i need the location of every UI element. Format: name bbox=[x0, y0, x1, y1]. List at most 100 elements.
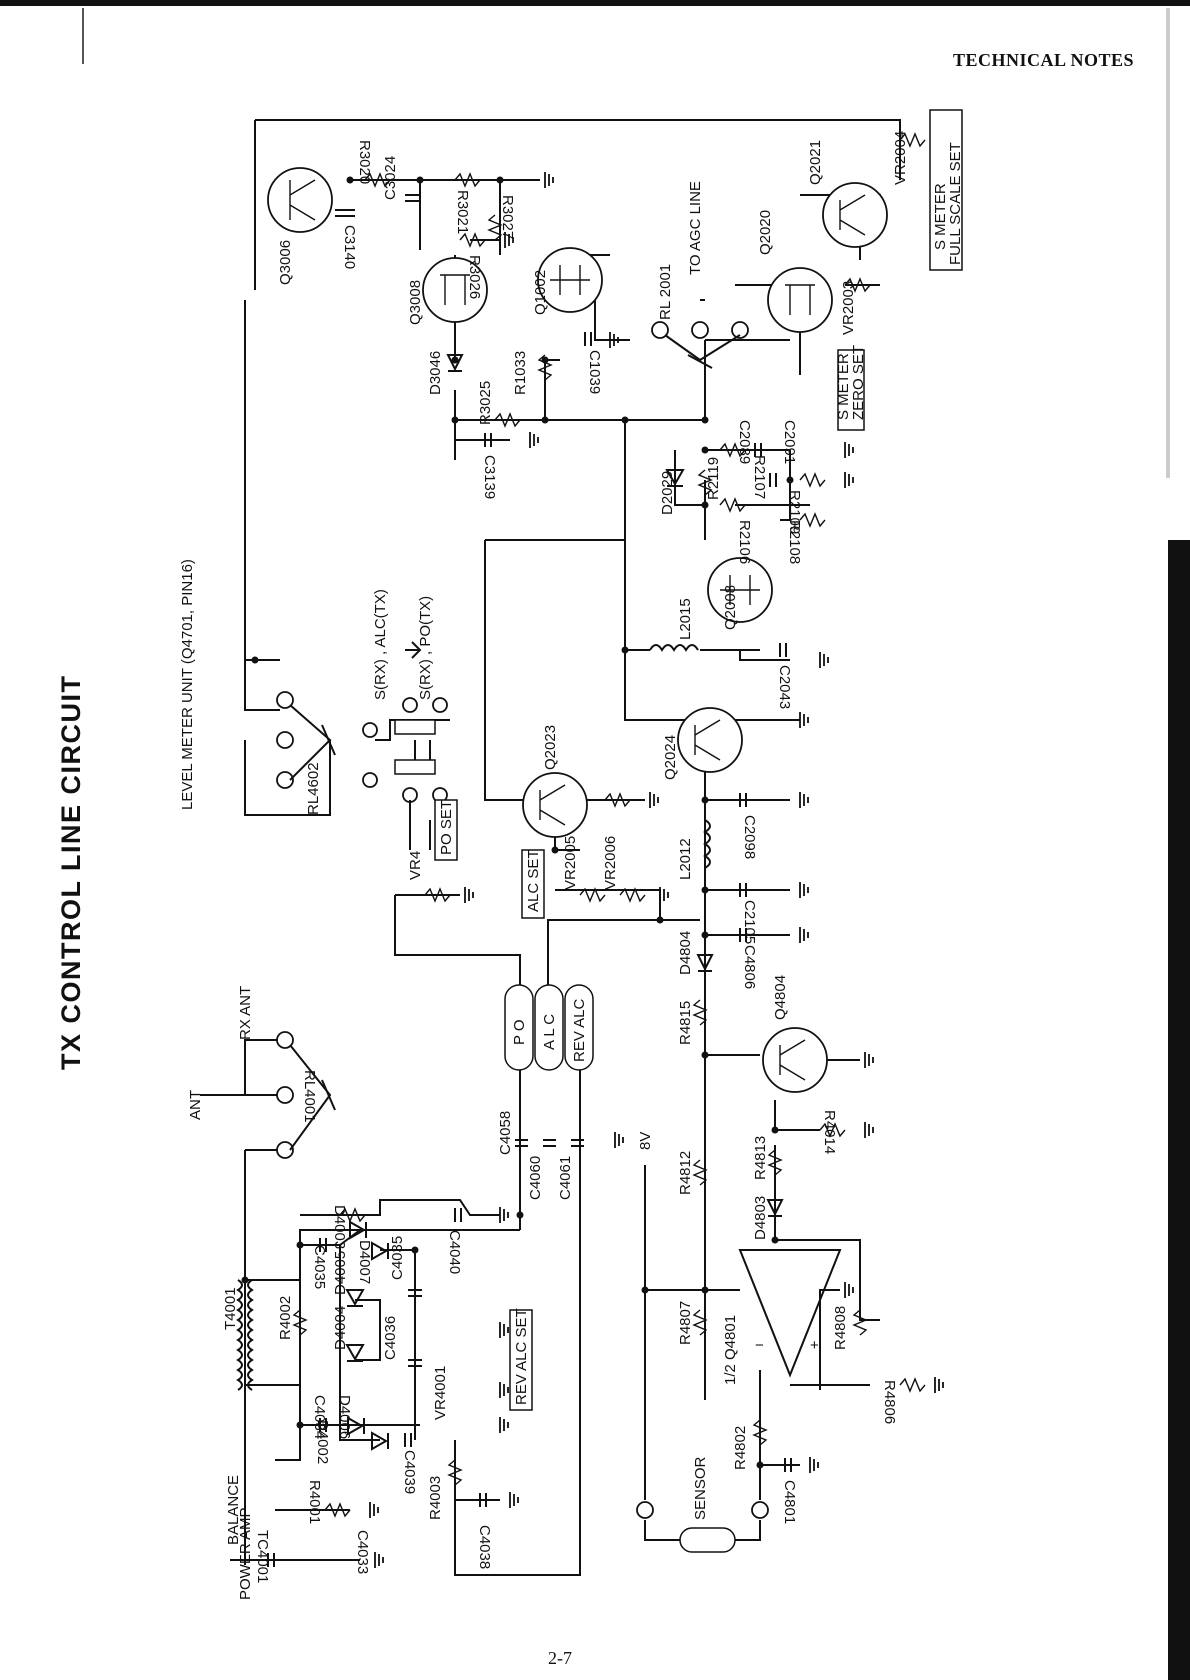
label-r3026: R3026 bbox=[466, 255, 483, 299]
label-r2106: R2106 bbox=[736, 520, 753, 564]
label-c4040: C4040 bbox=[446, 1230, 463, 1274]
svg-text:−: − bbox=[755, 1337, 764, 1354]
label-s-meter-full-2: FULL SCALE SET bbox=[947, 142, 964, 265]
label-r4807: R4807 bbox=[677, 1301, 694, 1345]
switch-arrow bbox=[405, 641, 422, 659]
op-amp bbox=[738, 1249, 842, 1378]
label-q2021: Q2021 bbox=[807, 140, 824, 185]
label-vr4001: VR4001 bbox=[432, 1366, 449, 1420]
label-s-meter-zero-2: ZERO SET bbox=[850, 345, 867, 420]
label-r4802: R4802 bbox=[732, 1426, 749, 1470]
label-power-amp: POWER AMP bbox=[237, 1507, 254, 1600]
label-r1033: R1033 bbox=[512, 351, 529, 395]
capacitors bbox=[267, 194, 792, 1567]
page-edge-bar bbox=[1168, 540, 1190, 1680]
transistors bbox=[267, 167, 888, 1093]
relays bbox=[276, 321, 749, 1159]
label-c4039: C4039 bbox=[401, 1450, 418, 1494]
label-c4035-b: C4035 bbox=[389, 1236, 406, 1280]
label-r2107: R2107 bbox=[751, 455, 768, 499]
label-vr2006: VR2006 bbox=[602, 836, 619, 890]
label-rx-ant: RX ANT bbox=[237, 986, 254, 1040]
page-edge-shade bbox=[1166, 8, 1170, 478]
label-q2008: Q2008 bbox=[722, 585, 739, 630]
label-r4808: R4808 bbox=[832, 1306, 849, 1350]
label-c2098: C2098 bbox=[741, 815, 758, 859]
label-r4003: R4003 bbox=[427, 1476, 444, 1520]
label-c4801: C4801 bbox=[781, 1480, 798, 1524]
label-q1002: Q1002 bbox=[532, 270, 549, 315]
label-vr4: VR4 bbox=[407, 851, 424, 880]
label-r3025: R3025 bbox=[477, 381, 494, 425]
label-r4002: R4002 bbox=[277, 1296, 294, 1340]
label-c4060: C4060 bbox=[527, 1156, 544, 1200]
label-r2109: R2109 bbox=[786, 490, 803, 534]
label-c4058: C4058 bbox=[497, 1111, 514, 1155]
label-s-meter-full-1: S METER bbox=[932, 183, 949, 250]
label-rl4602: RL4602 bbox=[305, 762, 322, 815]
label-r2108: R2108 bbox=[786, 520, 803, 564]
label-rev-alc: REV ALC bbox=[571, 998, 588, 1062]
label-c3140: C3140 bbox=[341, 225, 358, 269]
label-sensor: SENSOR bbox=[692, 1456, 709, 1520]
label-level-meter: LEVEL METER UNIT (Q4701, PIN16) bbox=[179, 559, 196, 810]
label-q2020: Q2020 bbox=[757, 210, 774, 255]
label-po-set: PO SET bbox=[438, 800, 455, 855]
junctions bbox=[241, 176, 794, 1469]
label-c4061: C4061 bbox=[557, 1156, 574, 1200]
label-c2105: C2105 bbox=[741, 900, 758, 944]
label-alc: A L C bbox=[541, 1014, 558, 1050]
label-c2091: C2091 bbox=[781, 420, 798, 464]
label-8v: 8V bbox=[637, 1132, 654, 1150]
label-c3139: C3139 bbox=[481, 455, 498, 499]
label-d4804: D4804 bbox=[677, 931, 694, 975]
label-d4803: D4803 bbox=[752, 1196, 769, 1240]
label-c4806: C4806 bbox=[741, 945, 758, 989]
label-d4002: D4002 bbox=[314, 1420, 331, 1464]
label-po: P O bbox=[511, 1019, 528, 1045]
label-d2029: D2029 bbox=[659, 471, 676, 515]
labels: ANT RX ANT RL4001 POWER AMP BALANCE TC40… bbox=[179, 131, 964, 1600]
label-ant: ANT bbox=[187, 1090, 204, 1120]
label-alc-set: ALC SET bbox=[525, 849, 542, 912]
meter-switch bbox=[362, 697, 448, 850]
wires bbox=[200, 119, 901, 1576]
diagram-title: TX CONTROL LINE CIRCUIT bbox=[56, 675, 86, 1071]
coil-l2012 bbox=[703, 819, 711, 869]
label-d4004: D4004 bbox=[332, 1306, 349, 1350]
label-vr2003: VR2003 bbox=[840, 281, 857, 335]
label-r4014: R4014 bbox=[821, 1110, 838, 1154]
label-l2015: L2015 bbox=[677, 598, 694, 640]
section-header: TECHNICAL NOTES bbox=[952, 50, 1134, 70]
label-c1039: C1039 bbox=[586, 350, 603, 394]
label-q3008: Q3008 bbox=[407, 280, 424, 325]
resistors bbox=[292, 132, 926, 1518]
label-d4005: D4005 bbox=[332, 1251, 349, 1295]
label-c3024: C3024 bbox=[382, 156, 399, 200]
diodes bbox=[345, 354, 784, 1451]
label-r4813: R4813 bbox=[752, 1136, 769, 1180]
label-d4003: D4003 bbox=[331, 1205, 348, 1249]
label-c4035-a: C4035 bbox=[311, 1245, 328, 1289]
label-r4806: R4806 bbox=[881, 1380, 898, 1424]
label-s-meter-zero-1: S METER bbox=[835, 353, 852, 420]
label-rl4001: RL4001 bbox=[301, 1070, 318, 1123]
label-vr2004: VR2004 bbox=[892, 131, 909, 185]
label-q4801: 1/2 Q4801 bbox=[722, 1315, 739, 1385]
label-d4006: D4006 bbox=[336, 1395, 353, 1439]
terminal-sensor bbox=[751, 1501, 769, 1519]
connector-pills bbox=[504, 984, 594, 1071]
label-l2012: L2012 bbox=[677, 838, 694, 880]
label-c2089: C2089 bbox=[736, 420, 753, 464]
label-d3046: D3046 bbox=[427, 351, 444, 395]
page-number: 2-7 bbox=[548, 1648, 572, 1668]
label-q2024: Q2024 bbox=[662, 735, 679, 780]
top-border bbox=[0, 0, 1190, 6]
label-r4815: R4815 bbox=[677, 1001, 694, 1045]
label-c4038: C4038 bbox=[476, 1525, 493, 1569]
label-r3020: R3020 bbox=[356, 140, 373, 184]
label-d4007: D4007 bbox=[356, 1240, 373, 1284]
label-r3021: R3021 bbox=[454, 190, 471, 234]
transformer-t4001 bbox=[236, 1279, 254, 1391]
